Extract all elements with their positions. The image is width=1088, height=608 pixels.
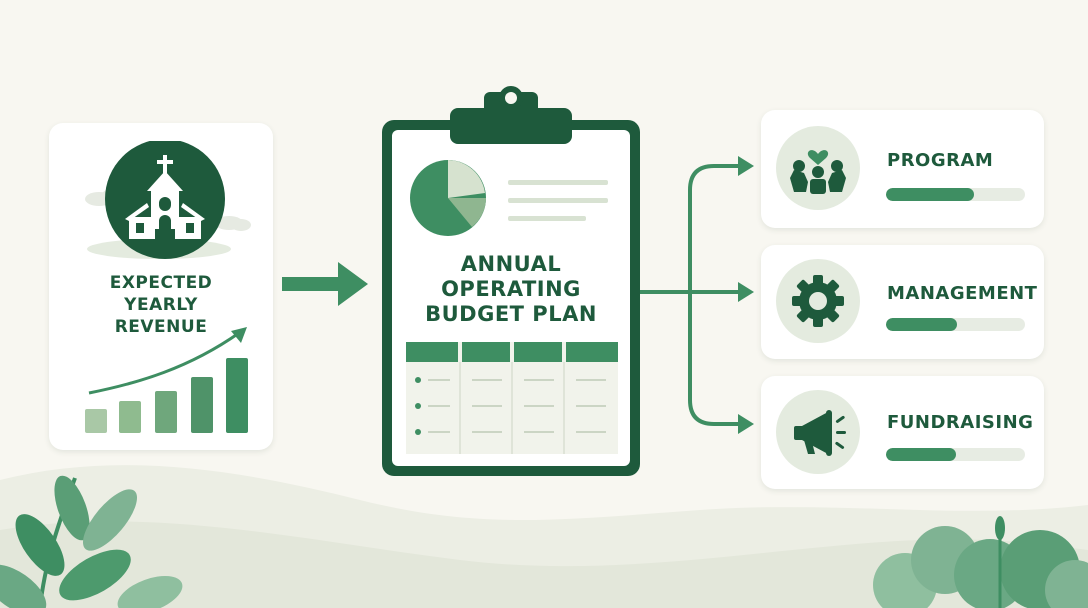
category-label-program: PROGRAM bbox=[887, 150, 994, 171]
growth-chart-icon bbox=[85, 327, 248, 433]
left-leaves-icon bbox=[0, 475, 183, 608]
branch-arrows-icon bbox=[640, 156, 754, 434]
category-progress-fundraising bbox=[886, 448, 1025, 461]
category-progress-fill bbox=[886, 448, 956, 461]
budget-title-line-1: ANNUAL bbox=[460, 252, 562, 276]
category-progress-fill bbox=[886, 318, 957, 331]
budget-title-line-2: OPERATING bbox=[441, 277, 581, 301]
budget-plan-clipboard: ANNUAL OPERATING BUDGET PLAN bbox=[380, 80, 642, 478]
right-bush-icon bbox=[873, 516, 1088, 608]
megaphone-icon bbox=[794, 410, 846, 456]
people-heart-icon bbox=[790, 150, 846, 194]
category-card-management: MANAGEMENT bbox=[761, 245, 1044, 359]
revenue-label-line-1: EXPECTED bbox=[109, 273, 213, 293]
clipboard-icon bbox=[382, 86, 640, 476]
church-icon bbox=[85, 141, 251, 259]
category-icon-circle bbox=[776, 390, 860, 474]
budget-title-line-3: BUDGET PLAN bbox=[425, 302, 597, 326]
category-card-fundraising: FUNDRAISING bbox=[761, 376, 1044, 489]
category-card-program: PROGRAM bbox=[761, 110, 1044, 228]
flow-arrow-icon bbox=[282, 262, 368, 306]
category-icon-circle bbox=[776, 259, 860, 343]
category-label-fundraising: FUNDRAISING bbox=[887, 412, 1034, 433]
category-progress-fill bbox=[886, 188, 974, 201]
revenue-card: EXPECTED YEARLY REVENUE bbox=[49, 123, 273, 450]
pie-chart-icon bbox=[410, 160, 486, 236]
category-icon-circle bbox=[776, 126, 860, 210]
budget-table-icon bbox=[406, 342, 618, 454]
revenue-label-line-3: REVENUE bbox=[114, 317, 208, 337]
revenue-label-line-2: YEARLY bbox=[124, 295, 198, 315]
category-progress-management bbox=[886, 318, 1025, 331]
category-label-management: MANAGEMENT bbox=[887, 283, 1038, 304]
category-progress-program bbox=[886, 188, 1025, 201]
gear-icon bbox=[792, 275, 844, 327]
